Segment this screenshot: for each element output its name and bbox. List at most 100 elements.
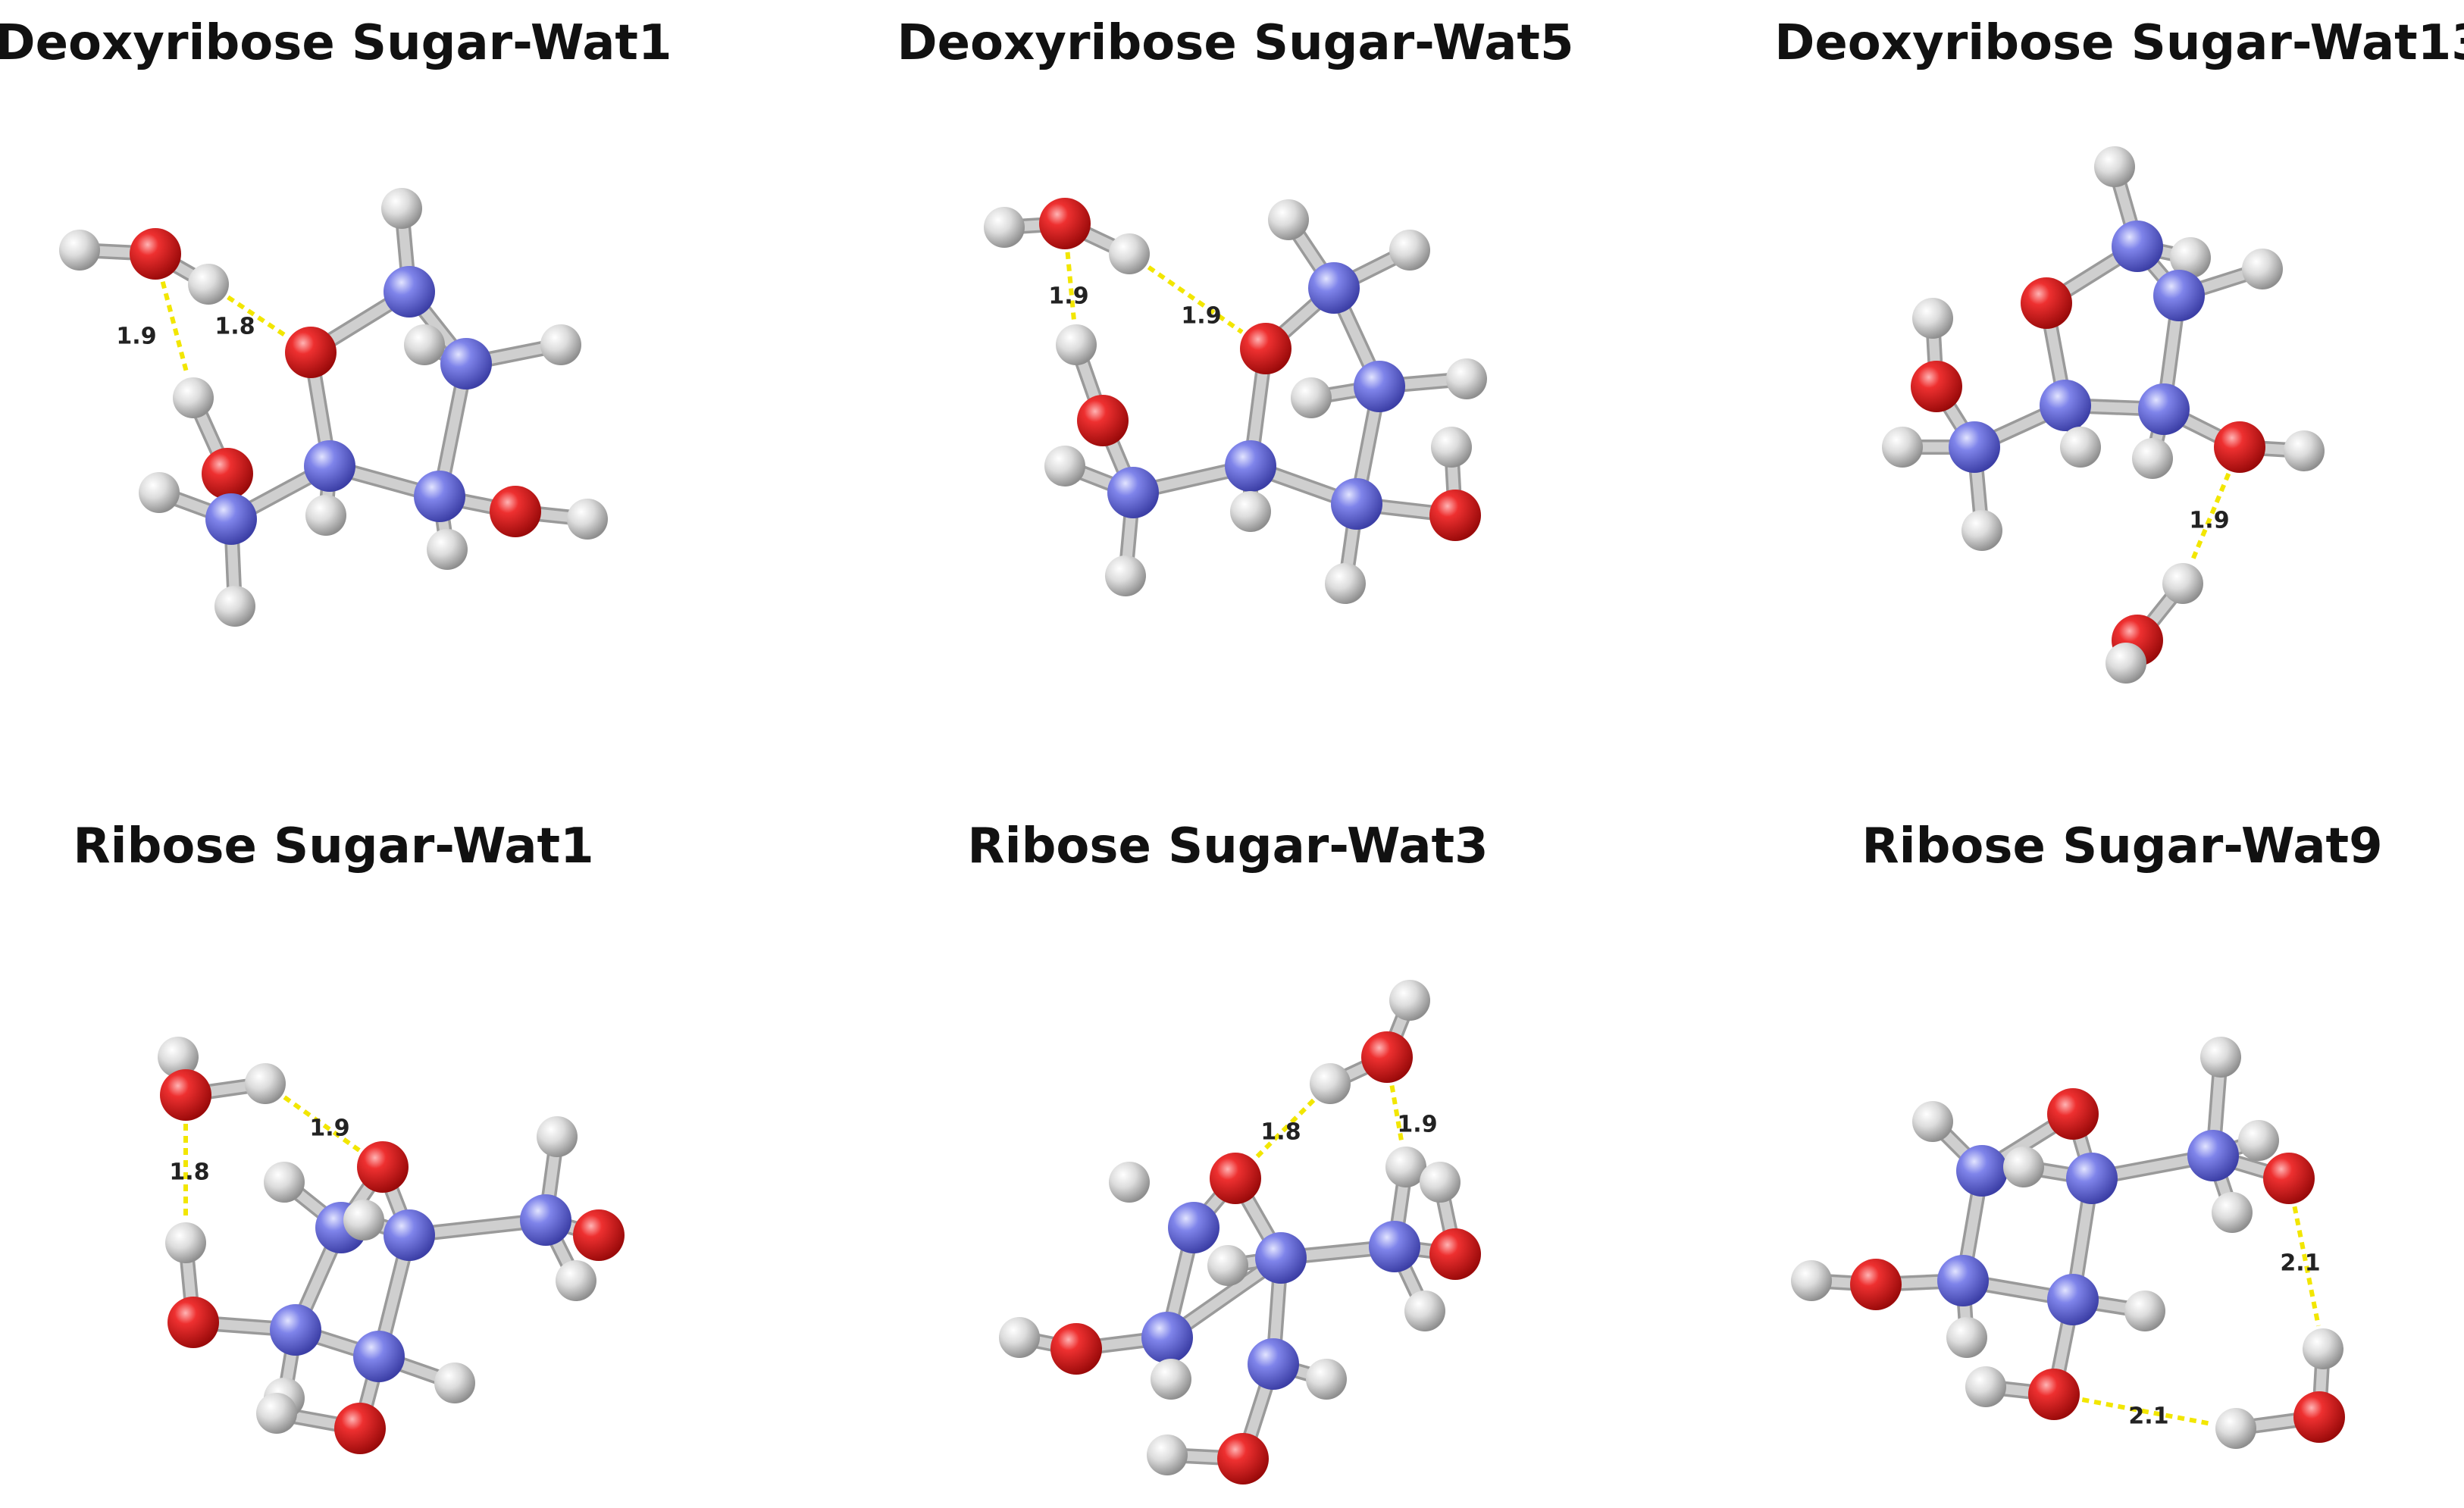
hydrogen-atom — [2132, 438, 2173, 479]
hydrogen-atom — [2238, 1120, 2279, 1161]
hydrogen-atom — [214, 586, 255, 627]
hydrogen-bond — [283, 1095, 361, 1153]
hydrogen-atom — [1446, 358, 1487, 399]
oxygen-atom — [1050, 1323, 1102, 1375]
distance-label: 2.1 — [2280, 1250, 2320, 1277]
hydrogen-atom — [1105, 555, 1146, 596]
carbon-atom — [1949, 421, 2000, 473]
carbon-atom — [270, 1304, 321, 1356]
carbon-atom — [1141, 1312, 1193, 1363]
distance-label: 2.1 — [2128, 1403, 2168, 1430]
hydrogen-atom — [264, 1162, 305, 1203]
molecule-panel-4: 1.8 1.9 — [999, 980, 1481, 1485]
hydrogen-bond — [1389, 1084, 1404, 1144]
hydrogen-atom — [1912, 1101, 1953, 1142]
oxygen-atom — [1429, 1228, 1481, 1280]
distance-label: 1.9 — [2189, 508, 2229, 534]
hydrogen-atom — [1389, 980, 1430, 1021]
hydrogen-atom — [1965, 1366, 2006, 1407]
carbon-atom — [1331, 478, 1382, 530]
hydrogen-atom — [434, 1363, 475, 1403]
distance-label: 1.8 — [1260, 1119, 1301, 1146]
carbon-atom — [2112, 221, 2163, 272]
hydrogen-atom — [188, 264, 229, 305]
hydrogen-atom — [2284, 430, 2325, 471]
distance-label: 1.8 — [169, 1159, 209, 1186]
hydrogen-atom — [1882, 427, 1923, 468]
oxygen-atom — [2293, 1391, 2345, 1443]
oxygen-atom — [285, 327, 337, 378]
hydrogen-atom — [984, 207, 1025, 248]
hydrogen-atom — [343, 1200, 384, 1241]
oxygen-atom — [2263, 1153, 2315, 1204]
carbon-atom — [1248, 1338, 1299, 1390]
hydrogen-atom — [2215, 1408, 2256, 1449]
hydrogen-atom — [158, 1037, 199, 1078]
carbon-atom — [1168, 1202, 1219, 1253]
oxygen-atom — [357, 1141, 409, 1193]
carbon-atom — [2047, 1274, 2099, 1325]
carbon-atom — [2187, 1130, 2239, 1181]
molecule-panel-3: 1.8 1.9 — [158, 1037, 625, 1454]
hydrogen-atom — [1791, 1260, 1832, 1301]
molecule-panel-2: 1.9 — [1882, 146, 2325, 684]
hydrogen-atom — [2162, 563, 2203, 604]
hydrogen-atom — [1404, 1291, 1445, 1331]
carbon-atom — [384, 1209, 435, 1261]
panel-title-deoxyribose-wat5: Deoxyribose Sugar-Wat5 — [897, 15, 1574, 71]
oxygen-atom — [2214, 421, 2265, 473]
hydrogen-atom — [2124, 1291, 2165, 1331]
hydrogen-atom — [1310, 1063, 1351, 1104]
hydrogen-atom — [1147, 1434, 1188, 1475]
distance-label: 1.9 — [309, 1115, 349, 1142]
carbon-atom — [205, 493, 257, 545]
oxygen-atom — [573, 1209, 625, 1261]
oxygen-atom — [1429, 490, 1481, 541]
panel-title-deoxyribose-wat13: Deoxyribose Sugar-Wat13 — [1774, 15, 2464, 71]
hydrogen-atom — [1230, 491, 1271, 532]
oxygen-atom — [130, 228, 181, 280]
carbon-atom — [353, 1331, 405, 1382]
oxygen-atom — [1361, 1031, 1413, 1083]
hydrogen-atom — [1389, 230, 1430, 271]
hydrogen-atom — [2303, 1328, 2343, 1369]
carbon-atom — [1369, 1221, 1420, 1272]
hydrogen-atom — [305, 495, 346, 536]
hydrogen-bond — [1254, 1098, 1316, 1160]
hydrogen-atom — [2212, 1192, 2253, 1233]
hydrogen-bond — [2190, 472, 2231, 563]
hydrogen-atom — [165, 1222, 206, 1263]
hydrogen-atom — [1912, 298, 1953, 339]
hydrogen-atom — [381, 188, 422, 229]
hydrogen-atom — [1109, 1162, 1150, 1203]
carbon-atom — [1225, 440, 1276, 492]
oxygen-atom — [1077, 395, 1129, 446]
hydrogen-atom — [1056, 324, 1097, 365]
distance-label: 1.9 — [1181, 303, 1221, 330]
distance-label: 1.9 — [1397, 1112, 1437, 1138]
hydrogen-atom — [245, 1063, 286, 1104]
hydrogen-atom — [1109, 233, 1150, 274]
carbon-atom — [1937, 1255, 1989, 1306]
oxygen-atom — [160, 1069, 211, 1121]
hydrogen-atom — [556, 1260, 596, 1301]
hydrogen-atom — [139, 472, 180, 513]
hydrogen-atom — [1291, 377, 1332, 418]
hydrogen-atom — [1420, 1162, 1461, 1203]
carbon-atom — [384, 266, 435, 318]
carbon-atom — [1107, 467, 1159, 518]
hydrogen-atom — [1385, 1147, 1426, 1187]
oxygen-atom — [1911, 361, 1962, 412]
oxygen-atom — [2047, 1088, 2099, 1140]
hydrogen-atom — [567, 499, 608, 540]
hydrogen-atom — [2003, 1147, 2044, 1187]
hydrogen-bond — [2292, 1206, 2321, 1327]
carbon-atom — [1956, 1145, 2008, 1197]
oxygen-atom — [1850, 1259, 1902, 1310]
hydrogen-atom — [1431, 427, 1472, 468]
carbon-atom — [2138, 383, 2190, 435]
panel-title-ribose-wat1: Ribose Sugar-Wat1 — [73, 818, 594, 874]
